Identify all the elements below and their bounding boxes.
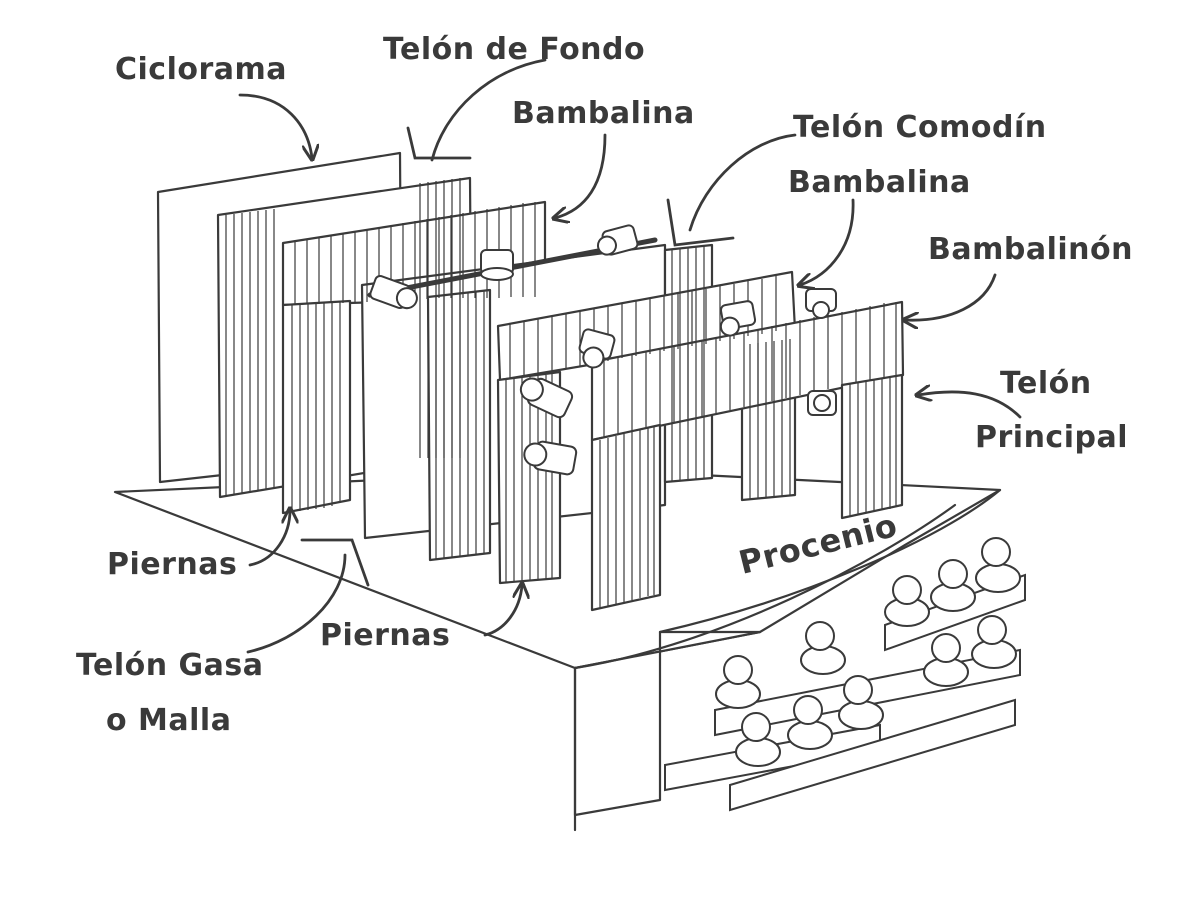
spotlight (807, 390, 837, 416)
label-piernas-2: Piernas (320, 618, 451, 653)
label-telon-comodin: Telón Comodín (793, 110, 1047, 145)
arrow-piernas-1 (248, 510, 290, 567)
audience-member (923, 633, 969, 687)
label-telon-de-fondo: Telón de Fondo (383, 32, 646, 67)
audience-member (930, 559, 976, 612)
seat-row (729, 698, 1016, 812)
audience-member (735, 712, 781, 767)
second-leg-pleats (505, 339, 791, 582)
audience-members (715, 537, 1021, 767)
arrow-piernas-2 (483, 585, 522, 637)
arrow-bambalina-1 (555, 133, 607, 218)
label-bambalina-2: Bambalina (788, 165, 971, 200)
arrow-bambalina-2 (800, 198, 855, 285)
label-bambalina-1: Bambalina (512, 96, 695, 131)
arrow-bambalinon (905, 273, 997, 320)
label-telon-gasa-line1: Telón Gasa (76, 648, 264, 683)
stage-lights (369, 224, 837, 476)
main-curtain-right (840, 373, 904, 520)
audience-member (838, 675, 884, 730)
label-bambalinon: Bambalinón (928, 232, 1133, 267)
seat-row (884, 573, 1026, 652)
main-curtain-pleats (599, 376, 897, 608)
leader-telon-gasa (246, 553, 347, 654)
leader-telon-comodin (688, 133, 797, 232)
label-piernas-1: Piernas (107, 547, 238, 582)
audience-member (975, 537, 1021, 593)
label-telon-principal-line1: Telón (1000, 366, 1092, 401)
teaser-pleats (603, 302, 897, 437)
spotlight (719, 300, 757, 337)
leader-telon-de-fondo (430, 58, 547, 162)
spotlight (523, 440, 578, 476)
leader-stroke (300, 538, 370, 587)
spotlight (578, 328, 616, 369)
leader-arrows (238, 58, 1022, 654)
arrow-ciclorama (238, 93, 312, 158)
spotlight (480, 249, 514, 281)
spotlight (596, 224, 639, 256)
leader-stroke (666, 198, 735, 247)
utility-drape-panel (426, 288, 492, 562)
arrow-telon-principal (918, 392, 1022, 419)
spotlight (805, 288, 837, 319)
spotlight (369, 274, 418, 310)
proscenium-front-curve (658, 488, 1002, 634)
audience-member (787, 695, 833, 750)
label-telon-principal-line2: Principal (975, 420, 1128, 455)
main-curtain-left (590, 423, 662, 612)
label-ciclorama: Ciclorama (115, 52, 288, 87)
audience-member (715, 655, 761, 709)
label-telon-gasa-line2: o Malla (106, 703, 232, 738)
spotlight (519, 377, 574, 419)
proscenium-apron-edge (573, 503, 957, 670)
audience-member (800, 621, 846, 675)
first-leg-pleats (291, 302, 341, 512)
audience-member (884, 575, 930, 627)
leader-stroke (406, 126, 472, 160)
audience-member (971, 615, 1017, 669)
